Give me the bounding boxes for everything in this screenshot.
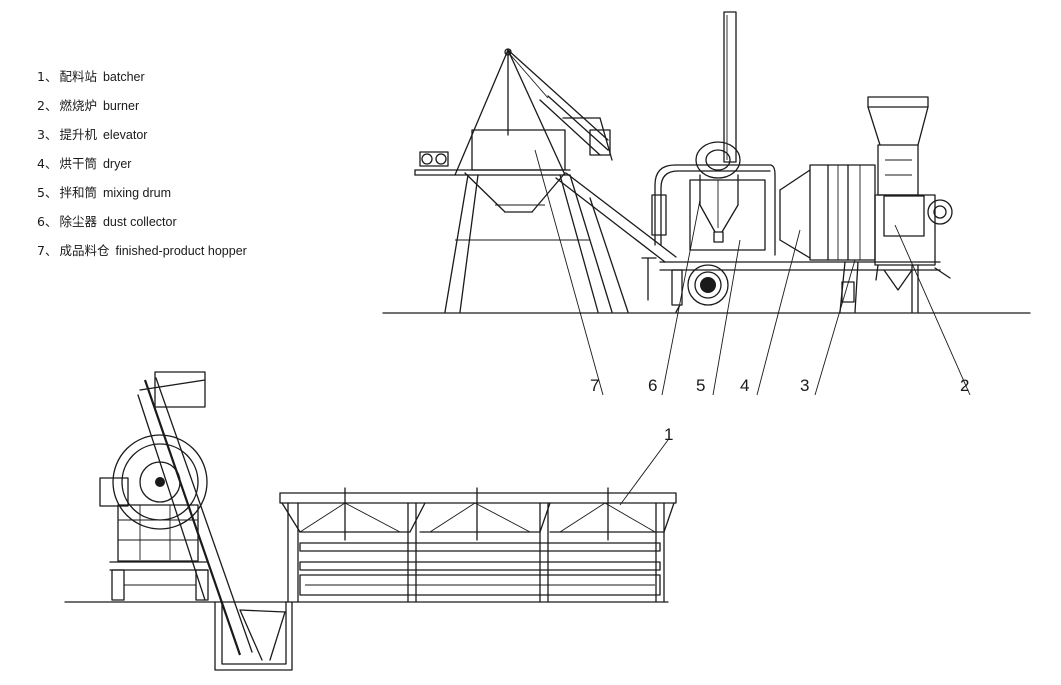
callout-number-5: 5: [696, 376, 705, 395]
callout-number-1: 1: [664, 425, 673, 444]
callout-numbers: 1 2 3 4 5 6 7: [590, 376, 969, 444]
legend-english-label: elevator: [102, 128, 148, 142]
callout-number-7: 7: [590, 376, 599, 395]
dryer-drawing: [779, 164, 876, 313]
legend-number: 2、: [37, 98, 58, 113]
legend-item-dryer: 4、烘干筒 dryer: [37, 153, 247, 182]
legend-item-dust-collector: 6、除尘器 dust collector: [37, 211, 247, 240]
legend-english-label: dust collector: [102, 215, 177, 229]
legend-number: 6、: [37, 214, 58, 229]
legend-english-label: burner: [102, 99, 140, 113]
legend-chinese-label: 提升机: [59, 127, 97, 142]
legend-item-batcher: 1、配料站 batcher: [37, 66, 247, 95]
callout-leader-bottom: [619, 439, 669, 506]
legend-item-mixing-drum: 5、拌和筒 mixing drum: [37, 182, 247, 211]
callout-number-6: 6: [648, 376, 657, 395]
mixing-drum-drawing: [641, 257, 941, 313]
legend-number: 3、: [37, 127, 58, 142]
legend-english-label: finished-product hopper: [115, 244, 247, 258]
legend-item-finished-product-hopper: 7、成品料仓 finished-product hopper: [37, 240, 247, 269]
callout-leaders-top: [534, 149, 971, 396]
legend-chinese-label: 燃烧炉: [59, 98, 97, 113]
legend-item-elevator: 3、提升机 elevator: [37, 124, 247, 153]
callout-number-4: 4: [740, 376, 749, 395]
legend-chinese-label: 烘干筒: [59, 156, 97, 171]
legend-number: 7、: [37, 243, 58, 258]
dust-collector-drawing: [651, 141, 776, 256]
legend-chinese-label: 成品料仓: [59, 243, 110, 258]
chimney-drawing: [723, 11, 737, 163]
burner-unit-drawing: [99, 371, 253, 656]
legend-number: 4、: [37, 156, 58, 171]
legend-chinese-label: 拌和筒: [59, 185, 97, 200]
legend-chinese-label: 除尘器: [59, 214, 97, 229]
legend-number: 1、: [37, 69, 58, 84]
legend-chinese-label: 配料站: [59, 69, 97, 84]
legend-item-burner: 2、燃烧炉 burner: [37, 95, 247, 124]
component-legend: 1、配料站 batcher 2、燃烧炉 burner 3、提升机 elevator 4…: [37, 66, 247, 269]
finished-product-hopper-drawing: [414, 48, 677, 313]
callout-number-2: 2: [960, 376, 969, 395]
elevator-drawing: [867, 96, 953, 313]
callout-number-3: 3: [800, 376, 809, 395]
pit-drawing: [214, 601, 293, 671]
legend-english-label: dryer: [102, 157, 132, 171]
legend-english-label: mixing drum: [102, 186, 172, 200]
batcher-drawing: [279, 487, 677, 603]
legend-english-label: batcher: [102, 70, 145, 84]
legend-number: 5、: [37, 185, 58, 200]
